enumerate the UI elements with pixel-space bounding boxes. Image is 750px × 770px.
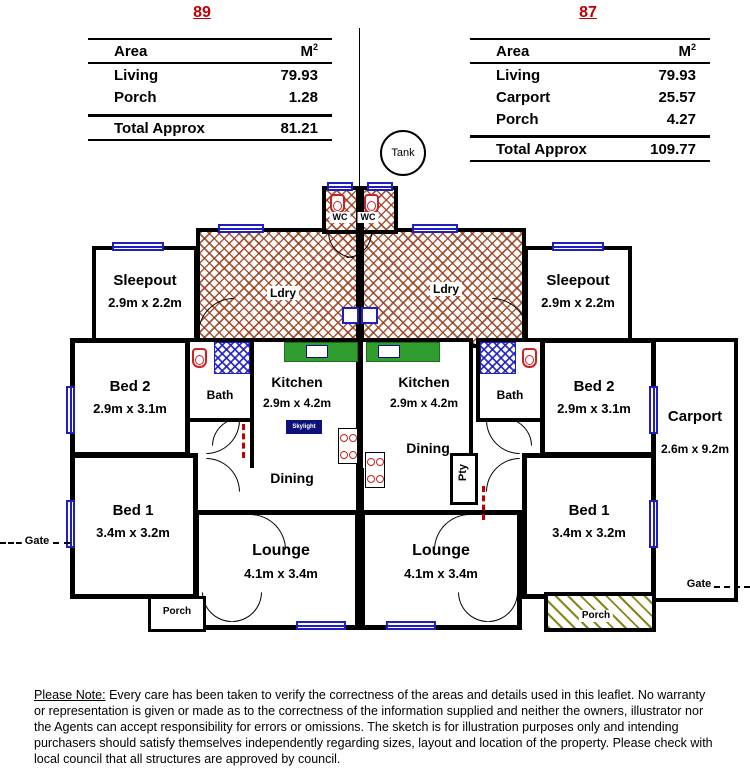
window [649, 386, 658, 434]
table-rule [88, 62, 332, 64]
table-row: Porch 1.28 [114, 88, 318, 106]
door-arc [486, 458, 520, 492]
label-porch-right: Porch [578, 610, 614, 622]
label-laundry-left: Ldry [266, 286, 300, 301]
red-dashed-opening [482, 486, 485, 520]
gate-label-left: Gate [21, 535, 53, 549]
label-dining-left: Dining [270, 470, 314, 486]
table-rule [88, 38, 332, 40]
window [66, 500, 75, 548]
label-lounge-right: Lounge 4.1m x 3.4m [404, 542, 478, 581]
room-carport [652, 338, 738, 602]
col-header-area: Area [114, 42, 148, 60]
stove-icon [338, 428, 358, 464]
disclaimer-note: Please Note: Every care has been taken t… [34, 688, 718, 767]
label-sleepout-left: Sleepout 2.9m x 2.2m [108, 272, 182, 310]
window [386, 621, 436, 630]
table-row: Living 79.93 [496, 66, 696, 84]
table-rule [470, 38, 710, 40]
shower-icon [480, 342, 516, 374]
table-header-row: Area M2 [88, 40, 332, 62]
room-porch-right [544, 592, 656, 632]
col-header-area: Area [496, 42, 530, 60]
window [296, 621, 346, 630]
sink-icon [306, 345, 328, 358]
area-table-89: Area M2 Living 79.93 Porch 1.28 Total Ap… [88, 38, 332, 141]
label-bed1-right: Bed 1 3.4m x 3.2m [552, 502, 626, 540]
table-rule [88, 139, 332, 141]
window-fixture-icon [361, 307, 378, 324]
label-wc-left: WC [329, 212, 351, 223]
toilet-icon [330, 194, 345, 214]
gate-fence-line [53, 542, 70, 544]
door-arc [206, 458, 240, 492]
gate-label-right: Gate [683, 578, 715, 592]
note-label: Please Note: [34, 688, 106, 702]
label-kitchen-left: Kitchen 2.9m x 4.2m [262, 374, 332, 410]
unit-boundary-line [359, 28, 360, 188]
window [112, 242, 164, 251]
table-rule [88, 114, 332, 117]
unit-number-87: 87 [579, 4, 597, 21]
stove-icon [365, 452, 385, 488]
label-bath-left: Bath [203, 388, 237, 403]
label-bed1-left: Bed 1 3.4m x 3.2m [96, 502, 170, 540]
window [327, 182, 353, 191]
area-table-87: Area M2 Living 79.93 Carport 25.57 Porch… [470, 38, 710, 162]
col-header-m2: M2 [300, 42, 318, 60]
window [66, 386, 75, 434]
window [649, 500, 658, 548]
table-row: Carport 25.57 [496, 88, 696, 106]
room-bed1-left [70, 453, 198, 599]
gate-fence-line [0, 542, 22, 544]
door-arc [504, 418, 532, 446]
skylight-badge: Skylight [286, 420, 322, 434]
toilet-icon [522, 348, 537, 368]
label-bath-right: Bath [493, 388, 527, 403]
sink-icon [378, 345, 400, 358]
red-dashed-opening [242, 424, 245, 458]
water-tank: Tank [380, 130, 426, 176]
window-fixture-icon [342, 307, 359, 324]
room-porch-left [148, 596, 206, 632]
tank-label: Tank [391, 147, 415, 159]
label-sleepout-right: Sleepout 2.9m x 2.2m [541, 272, 615, 310]
label-pantry: Pty [457, 464, 469, 482]
col-header-m2: M2 [678, 42, 696, 60]
gate-fence-line [714, 586, 750, 588]
room-pantry [450, 453, 478, 505]
label-kitchen-right: Kitchen 2.9m x 4.2m [389, 374, 459, 410]
label-laundry-right: Ldry [429, 282, 463, 297]
label-lounge-left: Lounge 4.1m x 3.4m [244, 542, 318, 581]
window [218, 224, 264, 233]
label-porch-left: Porch [159, 606, 195, 618]
table-total-row: Total Approx 109.77 [496, 140, 696, 158]
table-header-row: Area M2 [470, 40, 710, 62]
unit-number-89: 89 [193, 4, 211, 21]
table-row: Porch 4.27 [496, 110, 696, 128]
window [412, 224, 458, 233]
label-bed2-left: Bed 2 2.9m x 3.1m [93, 378, 167, 416]
note-text: Every care has been taken to verify the … [34, 688, 713, 766]
party-wall [356, 190, 364, 630]
window [552, 242, 604, 251]
table-rule [470, 160, 710, 162]
label-carport: Carport [667, 408, 723, 425]
label-wc-right: WC [357, 212, 379, 223]
shower-icon [214, 342, 250, 374]
toilet-icon [364, 194, 379, 214]
label-dining-right: Dining [406, 440, 450, 456]
table-rule [470, 62, 710, 64]
label-carport-dims: 2.6m x 9.2m [660, 442, 730, 456]
table-row: Living 79.93 [114, 66, 318, 84]
table-rule [470, 135, 710, 138]
window [367, 182, 393, 191]
label-bed2-right: Bed 2 2.9m x 3.1m [557, 378, 631, 416]
toilet-icon [192, 348, 207, 368]
table-total-row: Total Approx 81.21 [114, 119, 318, 137]
